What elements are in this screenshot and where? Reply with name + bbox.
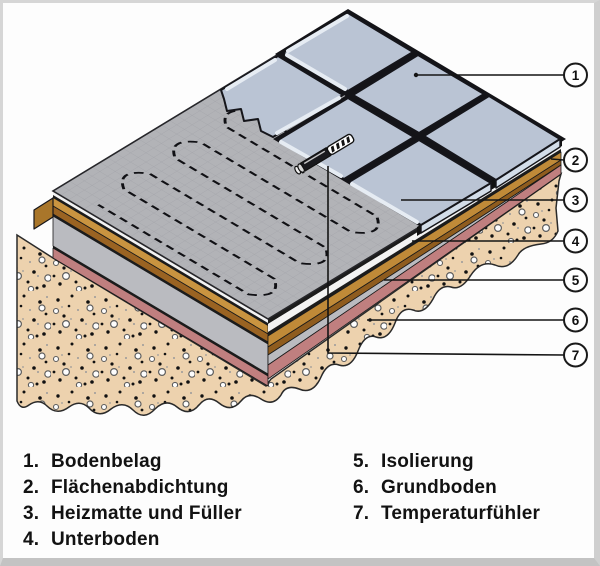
legend-item-temperaturfuehler: 7. Temperaturfühler: [353, 501, 594, 527]
sensor-highlight: [303, 150, 326, 165]
legend-label: Flächenabdichtung: [51, 477, 229, 498]
callout-6-number: 6: [572, 313, 580, 328]
legend-item-isolierung: 5. Isolierung: [353, 449, 594, 475]
legend-item-bodenbelag: 1. Bodenbelag: [23, 449, 353, 475]
callout-4: 4: [563, 228, 588, 254]
callouts: 1 2 3 4 5 6 7: [563, 62, 588, 368]
legend-label: Grundboden: [381, 477, 497, 498]
tile-back-middle: [352, 54, 485, 134]
sealing-pink-front: [52, 247, 269, 387]
legend-label: Bodenbelag: [51, 451, 162, 472]
legend-column-left: 1. Bodenbelag 2. Flächenabdichtung 3. He…: [23, 449, 353, 553]
tile-front-right: [348, 139, 492, 226]
front-face-layer-bands: [33, 191, 269, 387]
callout-7-number: 7: [572, 348, 580, 363]
legend-number: 2.: [23, 477, 40, 498]
legend-number: 4.: [23, 529, 40, 550]
callout-5-number: 5: [572, 273, 580, 288]
legend-label: Unterboden: [51, 529, 160, 550]
membrane-right-2: [268, 149, 561, 336]
concrete-base-layer: [16, 172, 563, 416]
callout-4-number: 4: [572, 234, 580, 249]
legend-label: Temperaturfühler: [381, 503, 541, 524]
legend-number: 3.: [23, 503, 40, 524]
tile-bevel-highlights: [225, 14, 419, 224]
legend-item-heizmatte: 3. Heizmatte und Füller: [23, 501, 353, 527]
tile-layer: [220, 9, 566, 236]
right-face-layer-bands: [267, 141, 562, 380]
heating-cable: [97, 109, 404, 296]
sensor-conduit-slots: [330, 136, 351, 153]
legend-number: 6.: [353, 477, 370, 498]
legend: 1. Bodenbelag 2. Flächenabdichtung 3. He…: [3, 443, 594, 553]
callout-5: 5: [563, 267, 588, 293]
membrane-front-2: [53, 214, 268, 344]
leader-line-7: [327, 166, 565, 356]
sealing-pink-right: [267, 164, 562, 380]
mat-edge-front: [53, 191, 268, 323]
membrane-front: [53, 195, 268, 326]
legend-number: 1.: [23, 451, 40, 472]
temperature-sensor: [294, 133, 355, 175]
callout-3-number: 3: [572, 193, 580, 208]
legend-number: 7.: [353, 503, 370, 524]
callout-7: 7: [563, 342, 588, 368]
legend-item-unterboden: 4. Unterboden: [23, 527, 353, 553]
callout-6: 6: [563, 307, 588, 333]
insulation-front-line: [53, 246, 268, 376]
leader-line-2: [550, 158, 565, 161]
floor-heating-diagram: 1 2 3 4 5 6 7: [3, 3, 594, 441]
legend-column-right: 5. Isolierung 6. Grundboden 7. Temperatu…: [353, 449, 594, 553]
callout-1: 1: [563, 62, 588, 88]
callout-2: 2: [563, 147, 588, 173]
legend-label: Heizmatte und Füller: [51, 503, 242, 524]
legend-number: 5.: [353, 451, 370, 472]
subfloor-end-cap: [33, 197, 54, 230]
callout-3: 3: [563, 187, 588, 213]
callout-2-number: 2: [572, 153, 580, 168]
isometric-floor-cutaway: 1 2 3 4 5 6 7: [16, 9, 588, 416]
legend-item-grundboden: 6. Grundboden: [353, 475, 594, 501]
tile-back-right: [423, 95, 561, 181]
leader-lines: [327, 72, 565, 356]
callout-1-number: 1: [572, 68, 580, 83]
legend-item-flaechenabdichtung: 2. Flächenabdichtung: [23, 475, 353, 501]
legend-label: Isolierung: [381, 451, 474, 472]
